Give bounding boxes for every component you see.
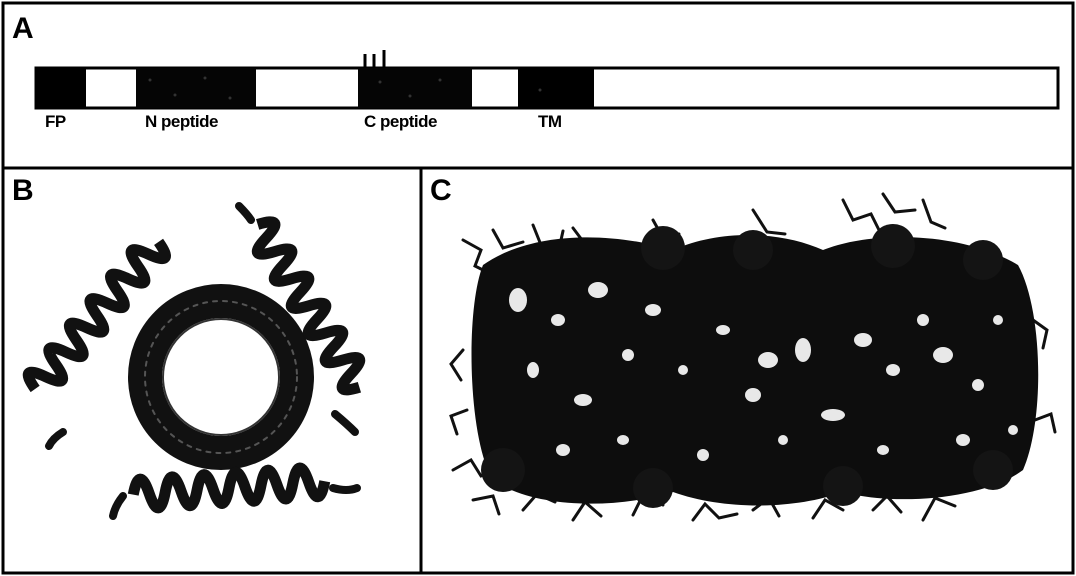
- inner-ring-edge: [163, 319, 279, 435]
- molecular-surface-icon: [423, 170, 1073, 572]
- domain-tm: [518, 68, 594, 108]
- panel-a-schematic: [0, 0, 1076, 168]
- tick-marks: [365, 50, 384, 68]
- label-tm: TM: [538, 113, 562, 131]
- label-n-peptide: N peptide: [145, 113, 218, 131]
- domain-fp: [36, 68, 86, 108]
- domain-c-peptide: [358, 68, 472, 108]
- coiled-coil-trimer-icon: [3, 170, 421, 572]
- label-c-peptide: C peptide: [364, 113, 437, 131]
- label-fp: FP: [45, 113, 66, 131]
- helix-bottom: [132, 466, 326, 509]
- domain-n-peptide: [136, 68, 256, 108]
- surface-body: [472, 235, 1039, 506]
